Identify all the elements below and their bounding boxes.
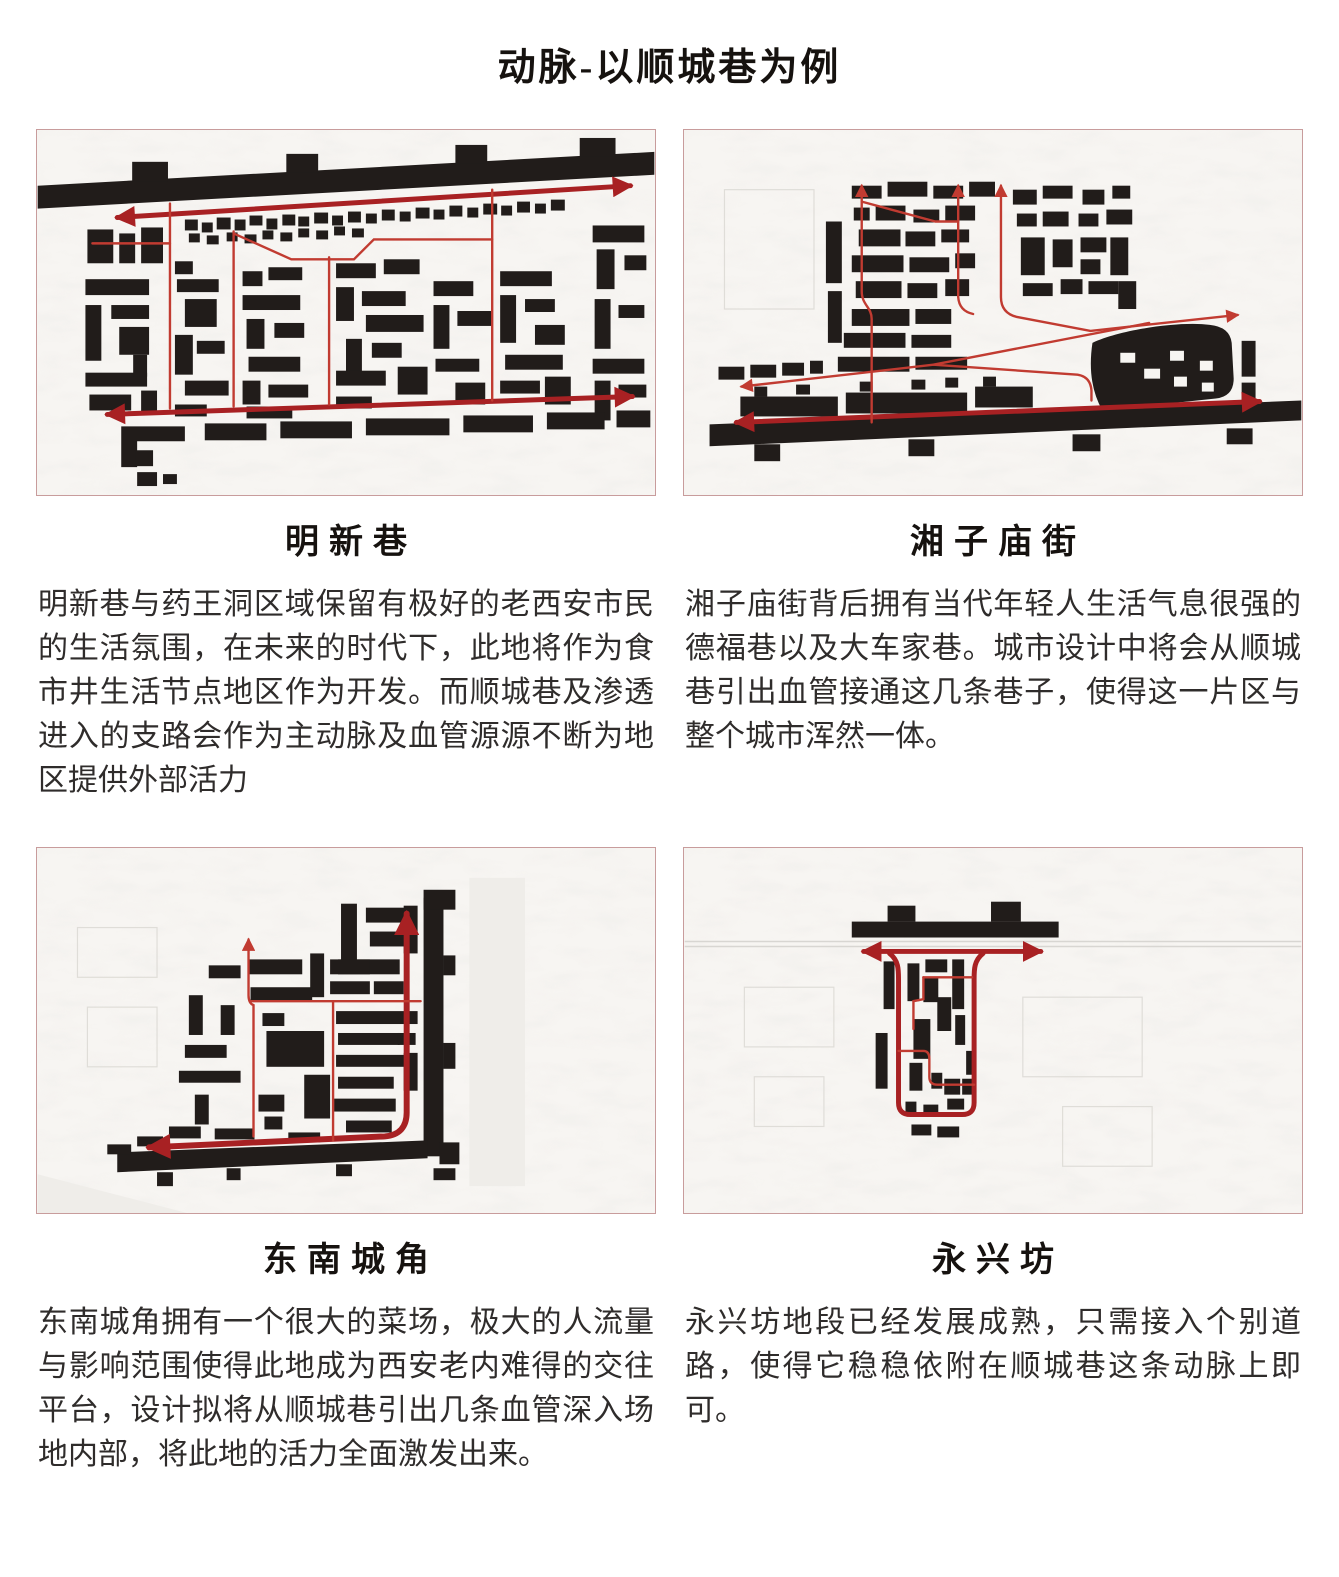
mingxinxiang-figure-ground-map [37,130,655,495]
page-title: 动脉-以顺城巷为例 [497,47,842,89]
route-arrows-layer [733,183,1263,433]
panel-yongxingfang: 永兴坊 永兴坊地段已经发展成熟，只需接入个别道路，使得它稳稳依附在顺城巷这条动脉… [683,847,1303,1521]
parcel-outline [753,1076,825,1128]
dachejiaxiang-vessel-line [994,183,1240,333]
map-dongnanchengjiao [36,847,656,1214]
branch-vessel-line [897,1049,976,1086]
branch-vessel-line [855,183,873,424]
buildings-layer [851,901,1059,1138]
description-yongxingfang: 永兴坊地段已经发展成熟，只需接入个别道路，使得它稳稳依附在顺城巷这条动脉上即可。 [685,1306,1301,1427]
caption-mingxinxiang: 明新巷 [285,524,417,561]
description-xiangzimiaojie: 湘子庙街背后拥有当代年轻人生活气息很强的德福巷以及大车家巷。城市设计中将会从顺城… [685,588,1301,753]
description-mingxinxiang: 明新巷与药王洞区域保留有极好的老西安市民的生活氛围，在未来的时代下，此地将作为食… [38,588,654,797]
dongnanchengjiao-figure-ground-map [37,848,655,1213]
parcel-outline [1062,1105,1153,1167]
caption-xiangzimiaojie: 湘子庙街 [910,524,1086,561]
corner-artery-arrow [145,909,420,1159]
branch-vessel-line [932,363,1093,402]
route-arrows-layer [91,176,636,425]
parcel-outline [723,189,815,310]
caption-dongnanchengjiao: 东南城角 [263,1242,439,1279]
branch-vessel-line [951,183,975,316]
branch-vessel-line [860,200,960,223]
map-xiangzimiaojie [683,129,1303,496]
panels-grid: 明新巷 明新巷与药王洞区域保留有极好的老西安市民的生活氛围，在未来的时代下，此地… [36,129,1303,1521]
route-arrows-layer [145,909,422,1159]
branch-vessel-line [912,976,925,1031]
shunchengxiang-artery-arrow [114,176,634,227]
panel-xiangzimiaojie: 湘子庙街 湘子庙街背后拥有当代年轻人生活气息很强的德福巷以及大车家巷。城市设计中… [683,129,1303,847]
panel-mingxinxiang: 明新巷 明新巷与药王洞区域保留有极好的老西安市民的生活氛围，在未来的时代下，此地… [36,129,656,847]
map-yongxingfang [683,847,1303,1214]
branch-vessel-line [232,232,494,261]
yongxingfang-figure-ground-map [684,848,1302,1213]
description-dongnanchengjiao: 东南城角拥有一个很大的菜场，极大的人流量与影响范围使得此地成为西安老内难得的交往… [38,1306,654,1471]
south-artery-arrow [104,386,636,425]
route-arrows-layer [860,940,1044,1118]
panel-dongnanchengjiao: 东南城角 东南城角拥有一个很大的菜场，极大的人流量与影响范围使得此地成为西安老内… [36,847,656,1521]
map-mingxinxiang [36,129,656,496]
caption-yongxingfang: 永兴坊 [932,1242,1064,1279]
shunchengxiang-artery-arrow [733,391,1263,433]
xiangzimiaojie-figure-ground-map [684,130,1302,495]
courtyard-holes [1120,350,1214,392]
parcel-outline [1022,996,1143,1078]
parcel-outline [743,986,835,1048]
access-loop-line [887,950,986,1118]
slide-page: 动脉-以顺城巷为例 [36,47,1303,1521]
moat-band [469,877,526,1187]
